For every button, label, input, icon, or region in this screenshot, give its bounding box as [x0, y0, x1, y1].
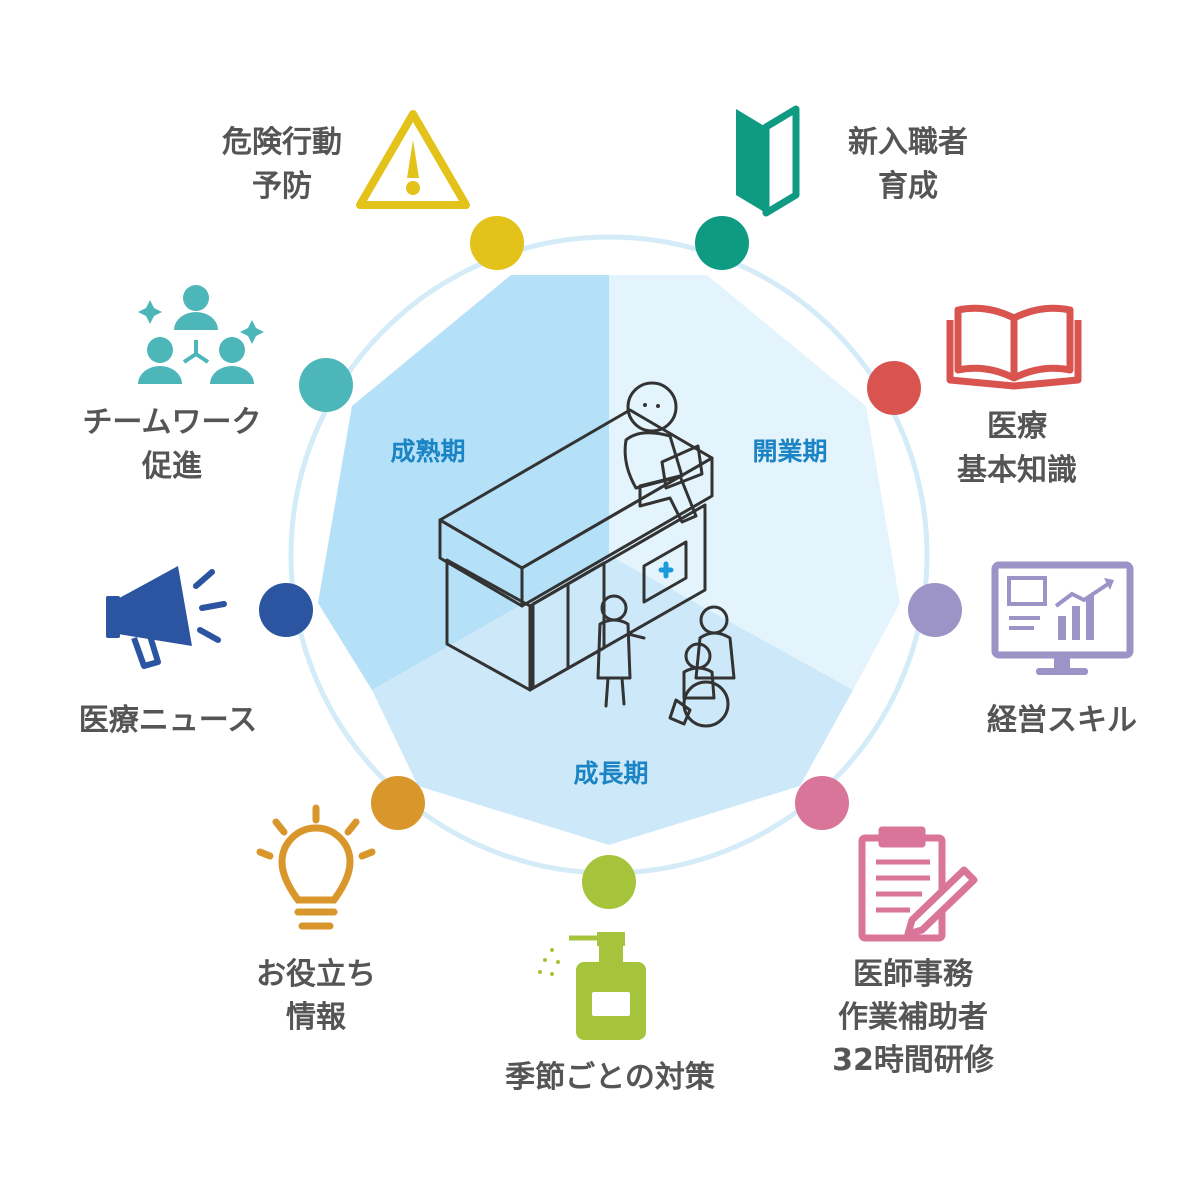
label-teamwork-1: チームワーク: [82, 405, 261, 440]
label-management: 経営スキル: [987, 703, 1137, 738]
sector-growth: [372, 555, 853, 845]
label-danger-1: 危険行動: [222, 125, 342, 160]
label-useful-1: お役立ち: [256, 957, 376, 992]
dot-teamwork: [299, 358, 353, 412]
clinic-illustration: [438, 381, 736, 728]
dot-newstaff: [695, 216, 749, 270]
phase-label-growth: 成長期: [573, 759, 648, 788]
light-bulb-icon: [256, 804, 376, 930]
megaphone-icon: [106, 566, 227, 669]
dot-danger: [470, 216, 524, 270]
label-clerk-1: 医師事務: [853, 957, 974, 992]
phase-label-opening: 開業期: [752, 437, 827, 466]
dot-medical: [867, 361, 921, 415]
dot-seasonal: [582, 855, 636, 909]
label-seasonal: 季節ごとの対策: [505, 1060, 715, 1095]
label-danger-2: 予防: [252, 169, 312, 204]
label-medical-2: 基本知識: [957, 453, 1077, 488]
label-newstaff-2: 育成: [878, 169, 938, 204]
clipboard-pen-icon: [858, 826, 978, 942]
label-medical-1: 医療: [987, 409, 1047, 444]
dot-news: [259, 583, 313, 637]
label-newstaff-1: 新入職者: [848, 125, 968, 160]
phase-label-maturity: 成熟期: [390, 437, 465, 466]
label-clerk-3: 32時間研修: [832, 1043, 995, 1078]
label-clerk-2: 作業補助者: [838, 1000, 988, 1035]
label-teamwork-2: 促進: [141, 449, 202, 484]
warning-icon: [356, 110, 470, 209]
open-book-icon: [946, 304, 1082, 390]
dot-management: [908, 583, 962, 637]
dot-useful: [371, 776, 425, 830]
sanitizer-bottle-icon: [538, 932, 646, 1040]
label-news: 医療ニュース: [79, 703, 258, 738]
team-people-icon: [138, 285, 264, 384]
sector-opening: [609, 275, 900, 690]
label-useful-2: 情報: [286, 1000, 347, 1035]
dot-clerk: [795, 776, 849, 830]
beginner-mark-icon: [736, 105, 800, 217]
sector-maturity: [318, 275, 609, 690]
monitor-chart-icon: [991, 561, 1134, 675]
